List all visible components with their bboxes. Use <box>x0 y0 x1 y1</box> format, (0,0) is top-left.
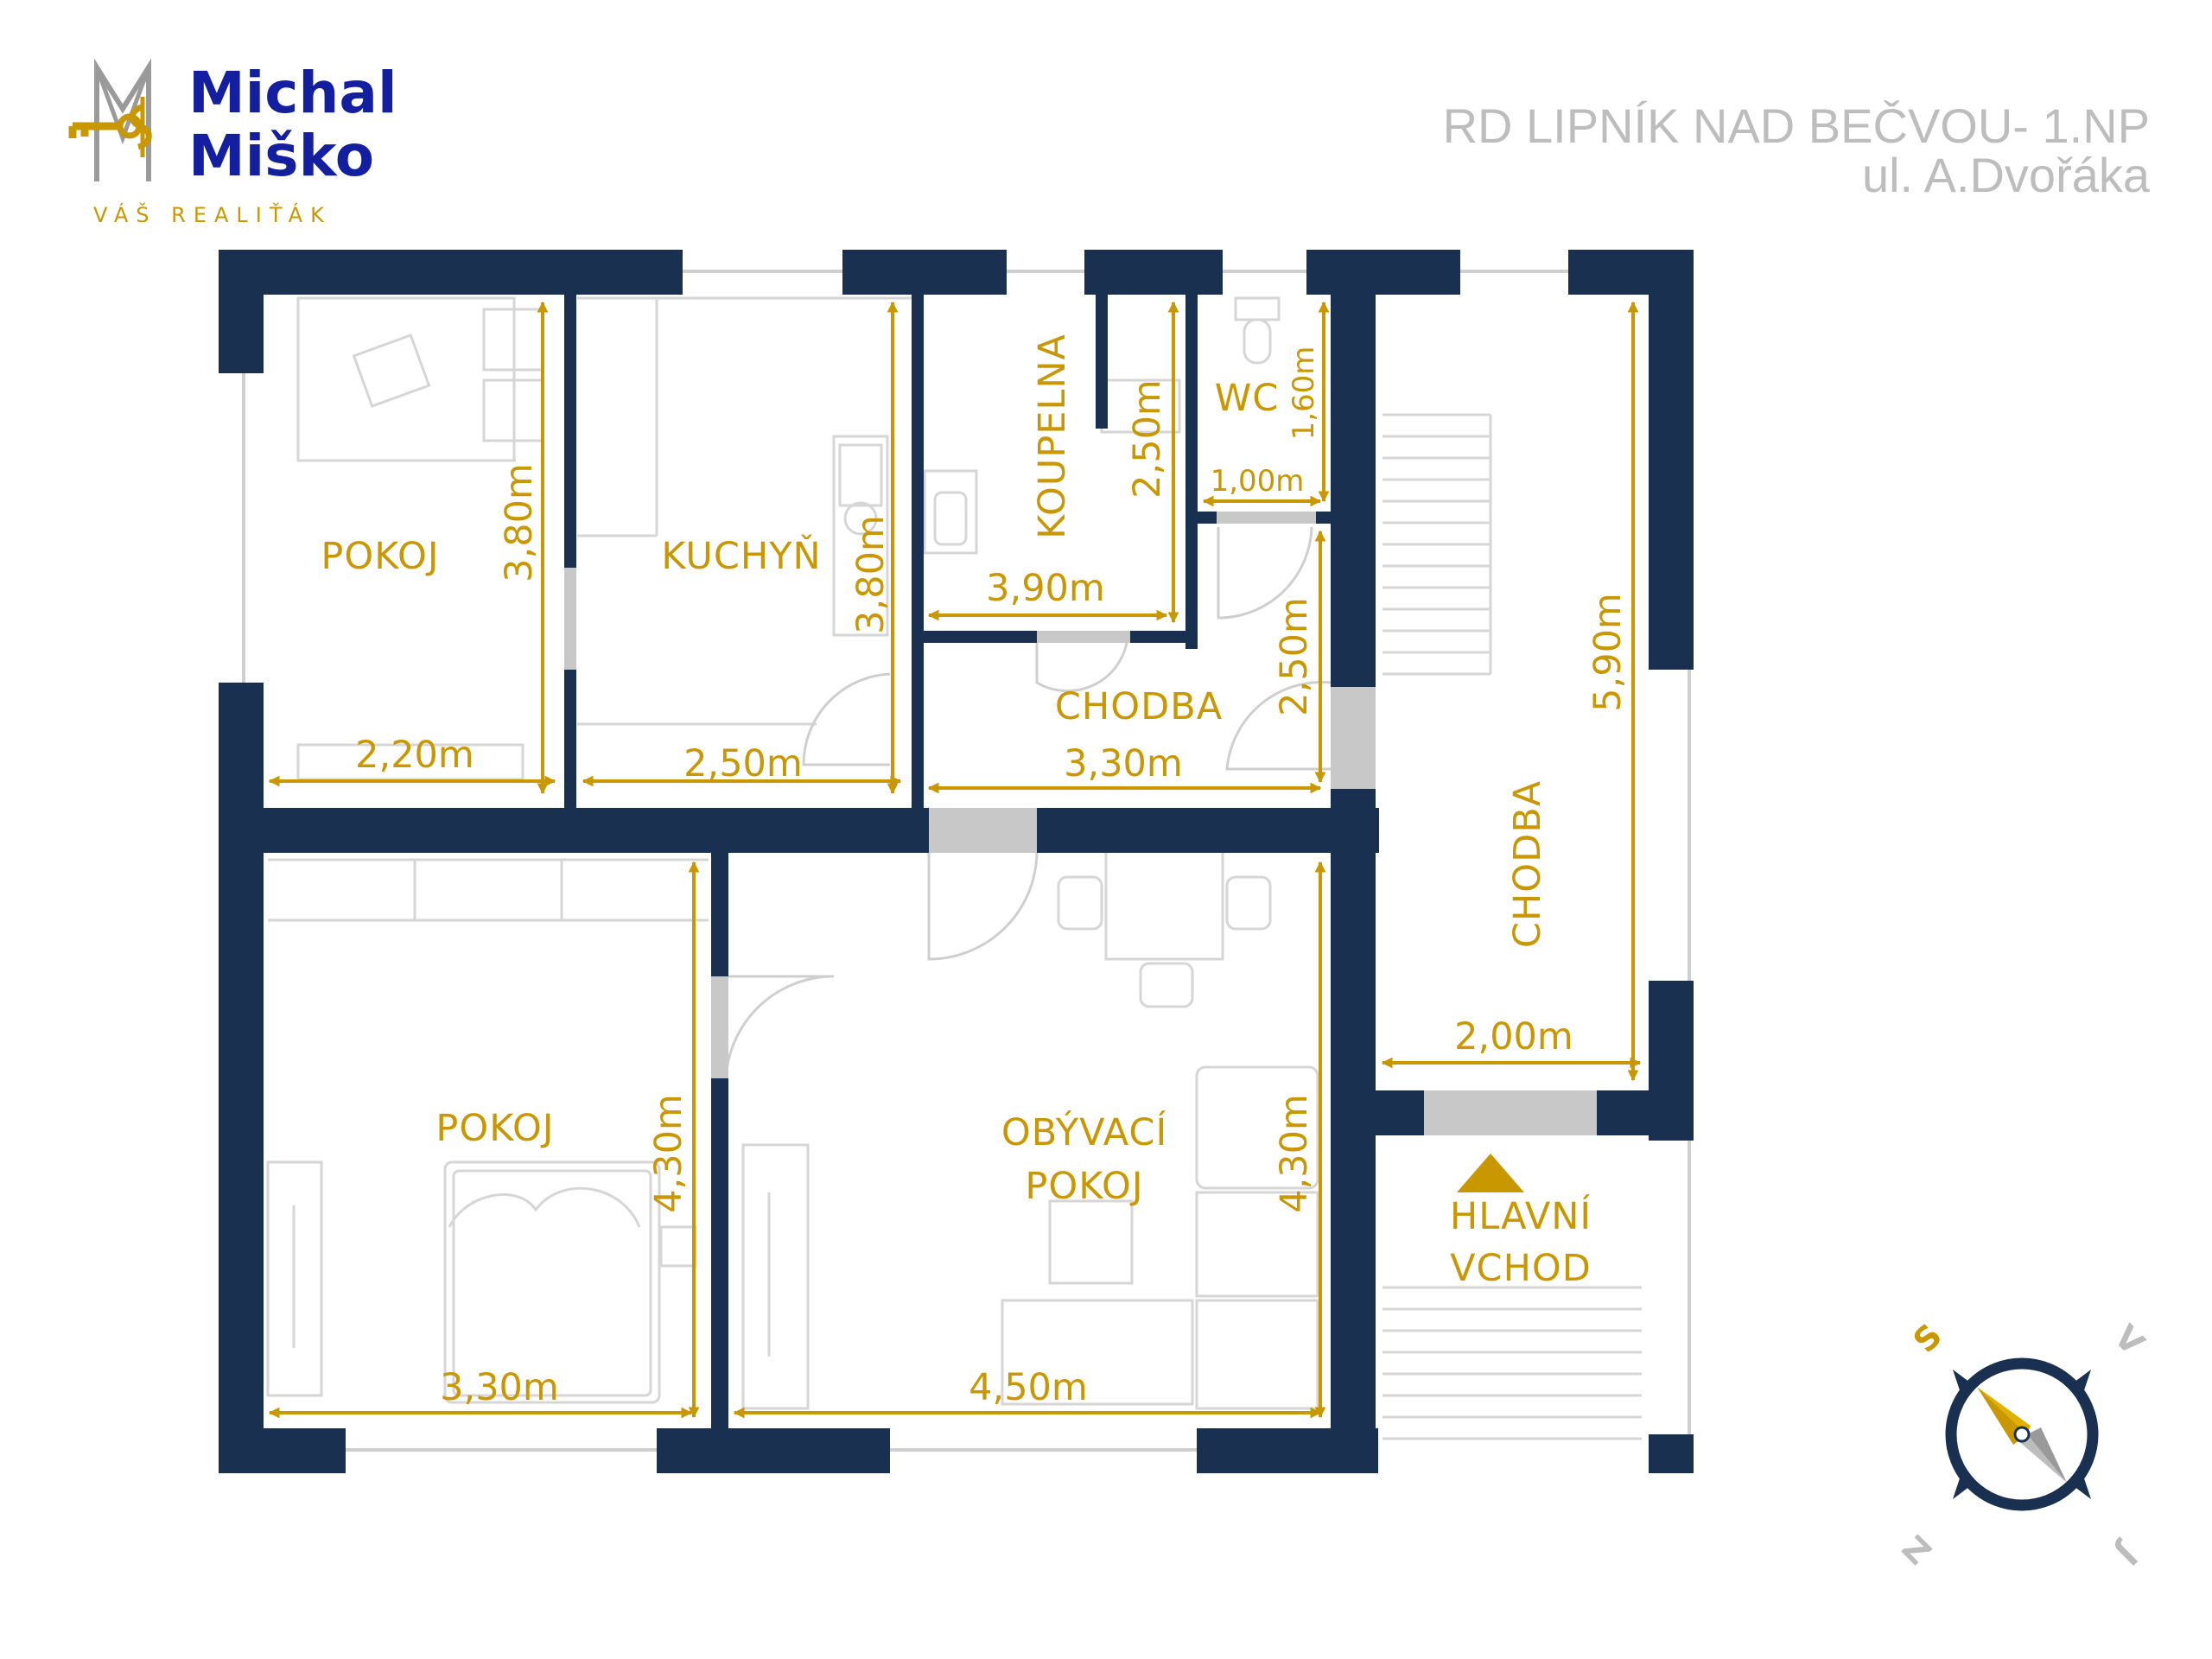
compass-s: S <box>1906 1317 1949 1360</box>
room-label-pokoj-bottom: POKOJ <box>435 1107 554 1150</box>
furniture <box>266 296 1642 1440</box>
brand-logo: Michal Miško VÁŠ REALIŤÁK <box>68 58 397 227</box>
dim-wc-w: 1,00m <box>1211 464 1305 499</box>
dimension-labels: 3,80m 2,20m 3,80m 2,50m 2,50m 3,90m 1,60… <box>355 346 1630 1409</box>
door-openings <box>564 512 1597 1135</box>
dim-obyvaci-w: 4,50m <box>969 1366 1088 1409</box>
compass-v: V <box>2107 1318 2152 1363</box>
brand-name-line1: Michal <box>188 60 397 126</box>
door-swing-hall <box>1225 681 1332 771</box>
dim-pokoj-bottom-h: 4,30m <box>647 1094 690 1213</box>
room-label-koupelna: KOUPELNA <box>1031 334 1074 539</box>
compass-j: J <box>2109 1535 2146 1573</box>
dim-pokoj-bottom-w: 3,30m <box>440 1366 559 1409</box>
room-labels: POKOJ KUCHYŇ KOUPELNA WC CHODBA CHODBA P… <box>321 334 1592 1290</box>
dim-wc-h: 1,60m <box>1287 346 1321 441</box>
dim-kuchyn-w: 2,50m <box>683 742 803 785</box>
bed-top <box>296 296 516 462</box>
room-label-chodba-small: CHODBA <box>1055 685 1223 728</box>
dim-chodba-large-w: 2,00m <box>1454 1015 1573 1058</box>
door-swing-kitchen <box>802 672 891 766</box>
room-label-entrance-2: VCHOD <box>1450 1247 1592 1290</box>
brand-tagline: VÁŠ REALIŤÁK <box>93 201 332 227</box>
dim-chodba-large-h: 5,90m <box>1586 593 1630 712</box>
room-label-chodba-large: CHODBA <box>1506 780 1549 948</box>
dim-pokoj-top-w: 2,20m <box>355 734 474 777</box>
compass-icon: S V J Z <box>1896 1317 2152 1573</box>
door-swing-bath <box>1035 637 1129 693</box>
compass-z: Z <box>1896 1528 1940 1572</box>
door-swing-living <box>927 850 1039 961</box>
door-swings <box>724 526 1332 1081</box>
dim-chodba-small-h: 2,50m <box>1273 597 1316 716</box>
dimension-arrows <box>268 301 1642 1419</box>
brand-name-line2: Miško <box>188 123 374 189</box>
dim-kuchyn-h: 3,80m <box>849 515 893 634</box>
dim-koupelna-w: 3,90m <box>986 567 1105 610</box>
logo-mark-icon <box>68 58 152 181</box>
dim-pokoj-top-h: 3,80m <box>498 463 541 582</box>
walls <box>219 250 1694 1473</box>
dim-obyvaci-h: 4,30m <box>1273 1094 1316 1213</box>
room-label-wc: WC <box>1215 377 1280 420</box>
entrance-arrow-icon <box>1457 1154 1524 1192</box>
dim-koupelna-h: 2,50m <box>1126 379 1169 499</box>
room-label-obyvaci-1: OBÝVACÍ <box>1001 1110 1167 1154</box>
dim-chodba-small-w: 3,30m <box>1064 742 1183 785</box>
room-label-obyvaci-2: POKOJ <box>1025 1165 1143 1208</box>
plan-subtitle: ul. A.Dvořáka <box>1862 148 2151 202</box>
window-lines <box>242 270 1691 1452</box>
room-label-kuchyn: KUCHYŇ <box>661 534 821 578</box>
room-label-entrance-1: HLAVNÍ <box>1450 1194 1592 1238</box>
room-label-pokoj-top: POKOJ <box>321 535 439 578</box>
door-swing-bedroom <box>724 975 835 1081</box>
plan-title: RD LIPNÍK NAD BEČVOU- 1.NP <box>1443 99 2150 153</box>
door-swing-wc <box>1217 526 1313 620</box>
